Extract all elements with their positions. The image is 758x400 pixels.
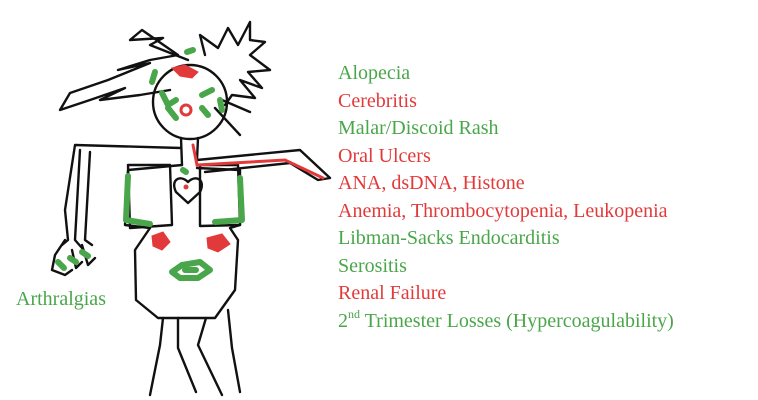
- manifestation-label: Cerebritis: [338, 89, 417, 112]
- renal-left-mark: [151, 231, 171, 251]
- manifestation-label: Malar/Discoid Rash: [338, 117, 499, 139]
- pregnancy-loss-mark: [169, 259, 213, 281]
- legs: [148, 308, 242, 397]
- neck: [179, 136, 200, 167]
- manifestation-label: Oral Ulcers: [338, 144, 431, 167]
- right-lung: [198, 163, 242, 228]
- manifestation-label: ANA, dsDNA, Histone: [338, 172, 525, 194]
- arthralgias-label: Arthralgias: [16, 288, 106, 310]
- manifestation-label: Renal Failure: [338, 282, 447, 304]
- nerve-line-mark: [191, 143, 325, 180]
- libman-sacks-mark: [180, 167, 189, 175]
- alopecia-mark: [149, 47, 225, 113]
- blood-dot-mark: [183, 184, 189, 190]
- malar-rash-mark: [159, 87, 215, 121]
- manifestation-label: Anemia, Thrombocytopenia, Leukopenia: [338, 199, 668, 222]
- heart: [173, 177, 203, 205]
- hair-right: [198, 20, 272, 137]
- left-arm: [60, 143, 183, 250]
- arthralgia-mark: [55, 249, 91, 271]
- oral-ulcer-mark: [179, 103, 193, 117]
- hair-left: [58, 28, 190, 112]
- manifestation-label: Alopecia: [338, 62, 411, 84]
- cerebritis-mark: [171, 64, 199, 79]
- manifestation-label: Libman-Sacks Endocarditis: [338, 227, 560, 249]
- serositis-mark: [123, 173, 245, 227]
- renal-right-mark: [206, 233, 231, 253]
- head-outline: [151, 63, 229, 141]
- manifestation-label: 2nd Trimester Losses (Hypercoagulability…: [338, 306, 674, 332]
- manifestation-label: Serositis: [338, 254, 407, 277]
